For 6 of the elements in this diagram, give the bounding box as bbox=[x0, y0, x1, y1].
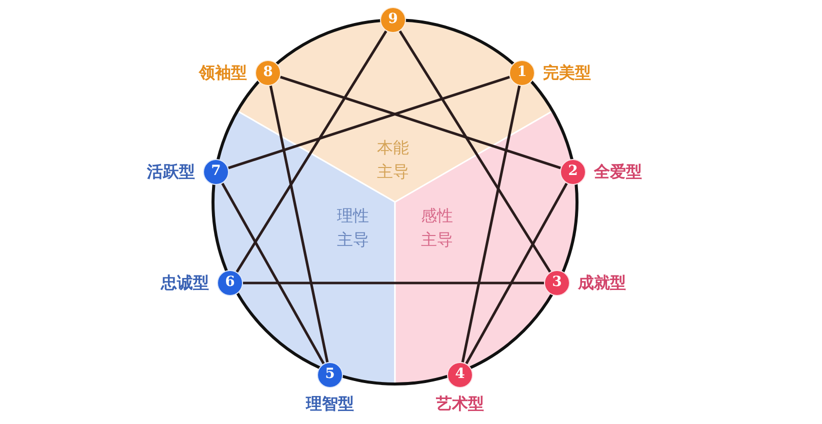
type-label: 活跃型 bbox=[147, 162, 195, 182]
type-label: 忠诚型 bbox=[161, 273, 209, 293]
type-label: 艺术型 bbox=[436, 394, 484, 414]
type-label: 成就型 bbox=[578, 273, 626, 293]
type-label: 全爱型 bbox=[594, 162, 642, 182]
type-label: 理智型 bbox=[306, 394, 354, 414]
